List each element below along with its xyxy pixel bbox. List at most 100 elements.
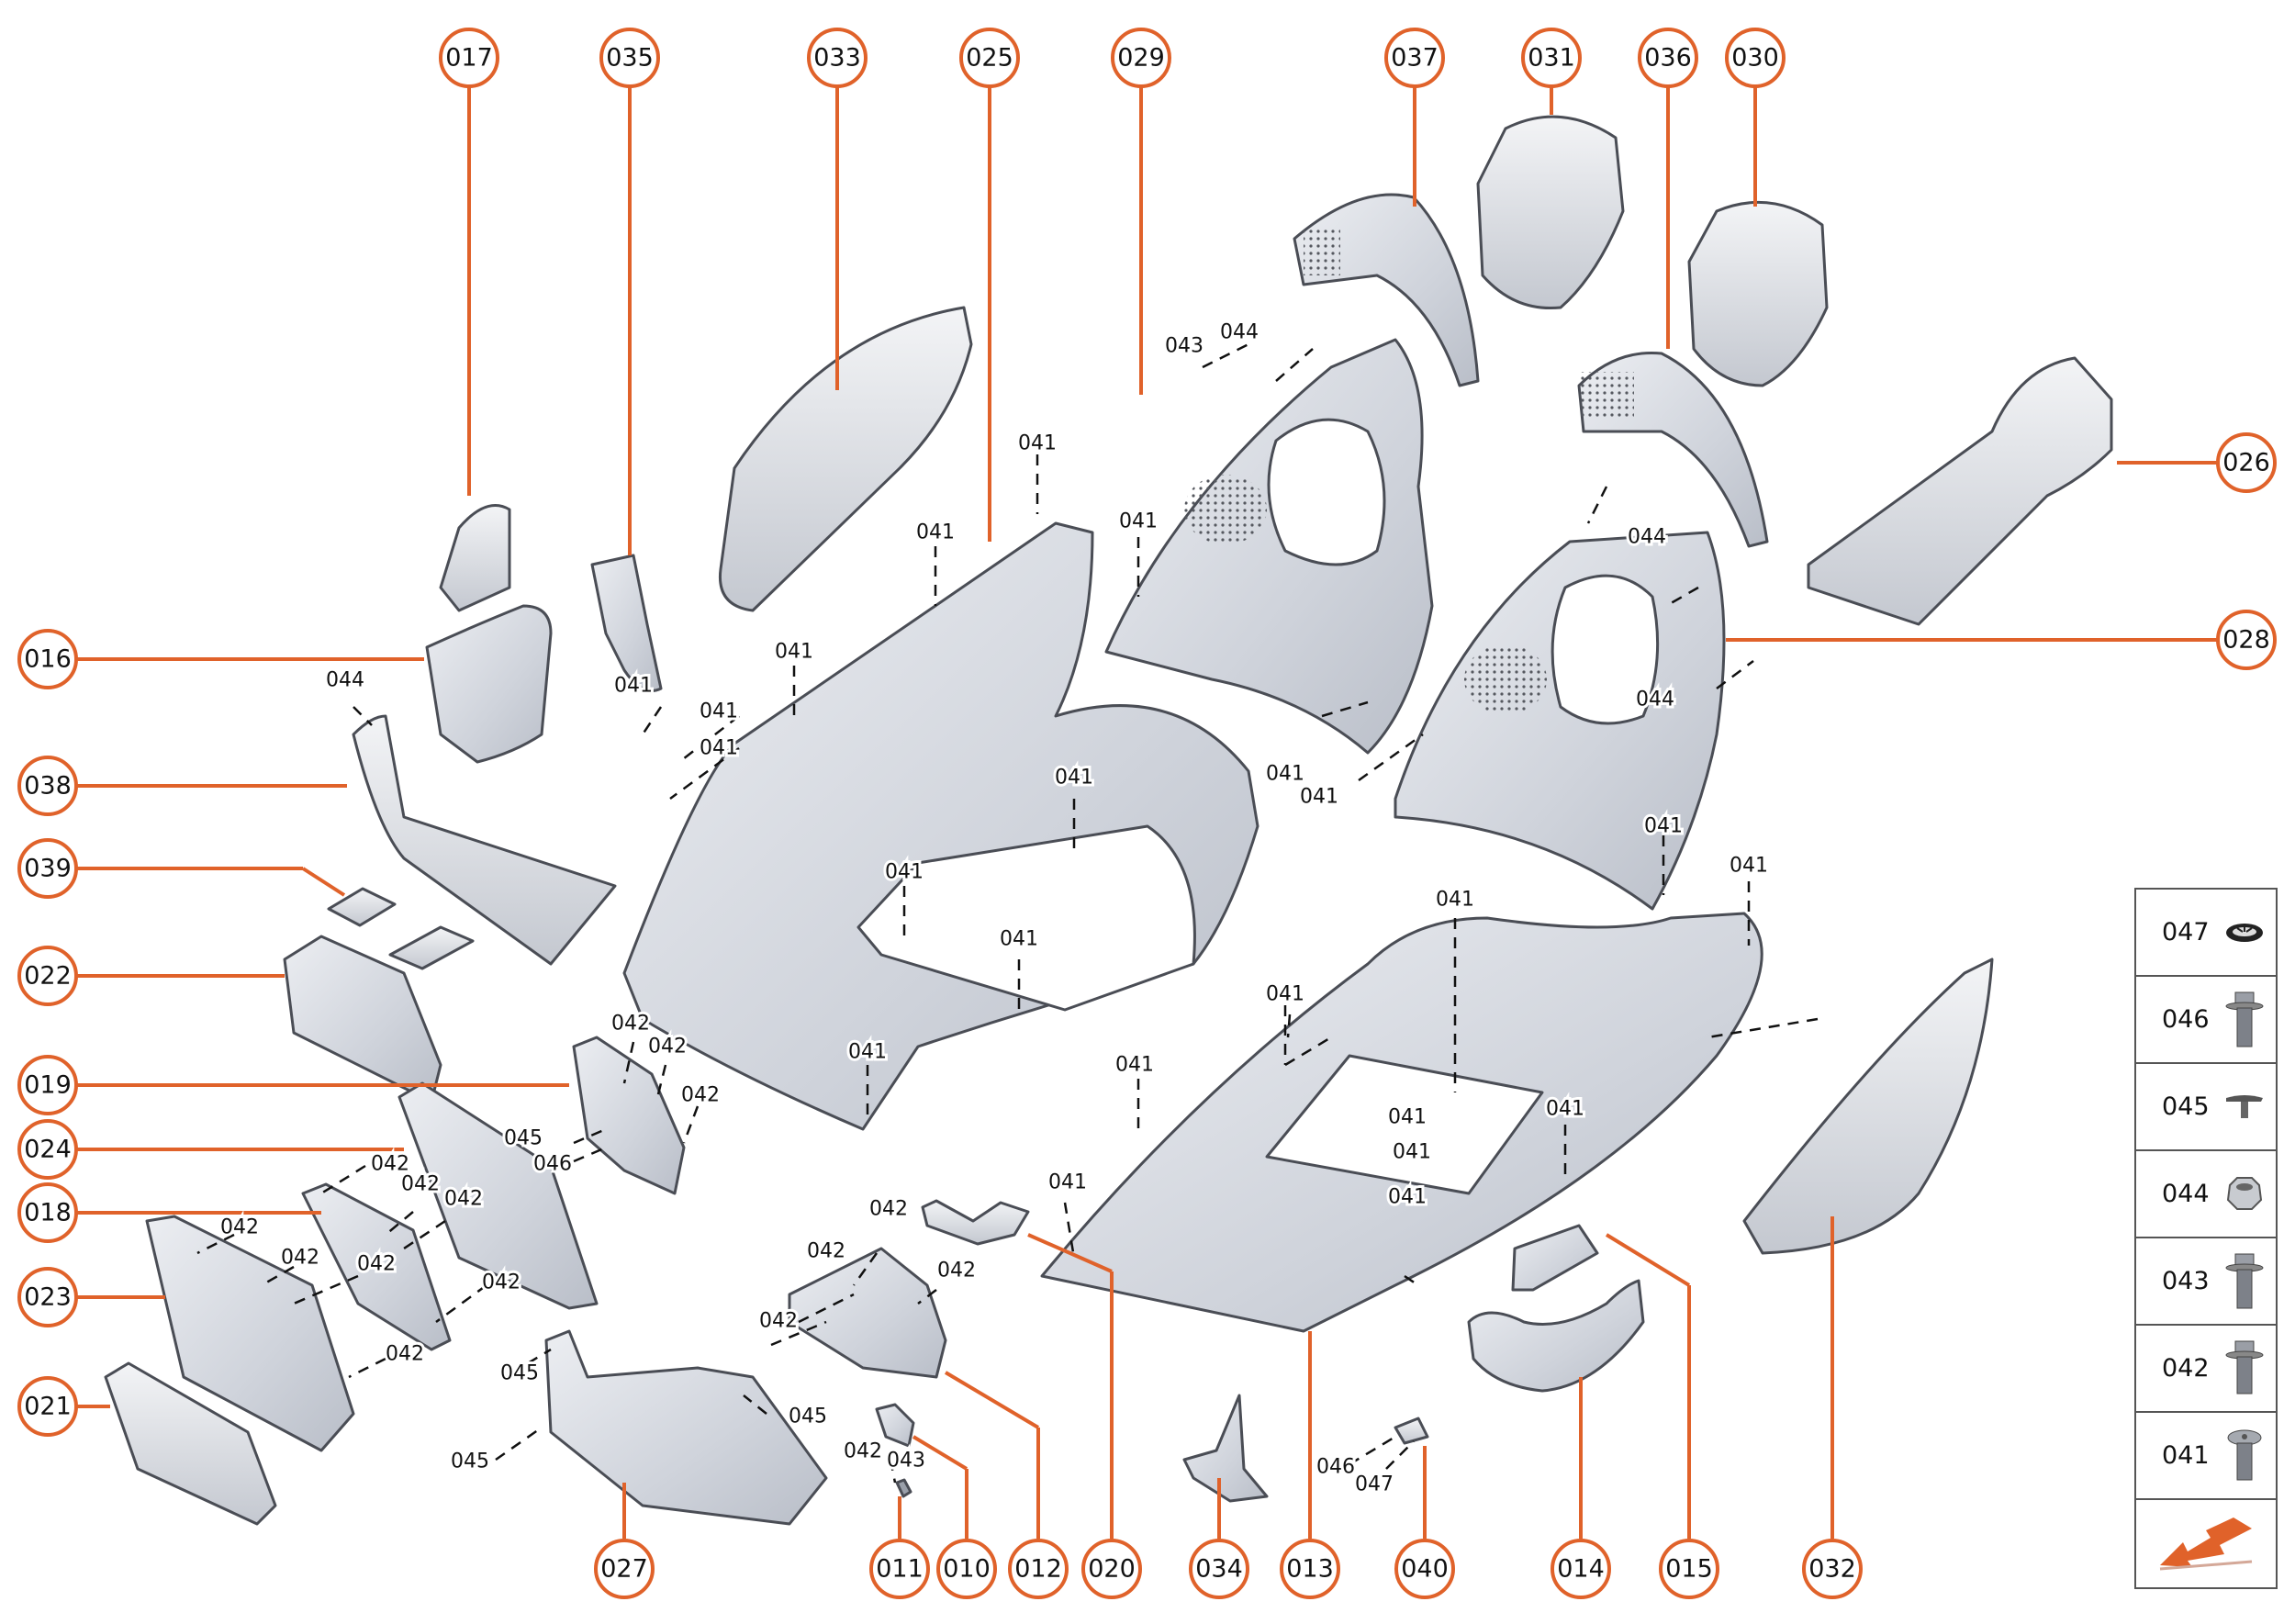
svg-text:013: 013: [1286, 1555, 1334, 1584]
callout-022[interactable]: 022: [17, 946, 78, 1006]
svg-text:040: 040: [1401, 1555, 1449, 1584]
svg-text:016: 016: [24, 645, 72, 674]
fastener-label: 043: [1165, 335, 1203, 358]
fastener-label: 042: [681, 1084, 720, 1107]
callout-017[interactable]: 017: [439, 28, 499, 88]
part-029: [1104, 338, 1434, 755]
callout-013[interactable]: 013: [1280, 1539, 1340, 1599]
callout-012[interactable]: 012: [1008, 1539, 1069, 1599]
callout-019[interactable]: 019: [17, 1055, 78, 1115]
part-016: [425, 604, 553, 764]
fastener-label: 042: [401, 1173, 440, 1196]
callout-040[interactable]: 040: [1394, 1539, 1455, 1599]
callout-033[interactable]: 033: [807, 28, 868, 88]
callout-035[interactable]: 035: [599, 28, 660, 88]
flange-bolt-icon: [2224, 991, 2265, 1049]
fastener-label: 041: [885, 861, 924, 884]
fastener-label: 041: [1730, 855, 1768, 878]
svg-text:027: 027: [600, 1555, 648, 1584]
part-039: [327, 887, 397, 927]
fastener-label: 041: [700, 700, 738, 723]
fastener-label: 047: [1355, 1473, 1394, 1496]
svg-text:019: 019: [24, 1071, 72, 1100]
legend-label: 042: [2162, 1354, 2210, 1383]
fastener-label: 041: [1000, 928, 1038, 951]
callout-016[interactable]: 016: [17, 629, 78, 689]
callout-026[interactable]: 026: [2216, 432, 2277, 493]
part-015: [1511, 1224, 1599, 1292]
direction-arrow-icon: [2151, 1510, 2261, 1578]
fastener-label: 044: [1636, 689, 1674, 711]
callout-020[interactable]: 020: [1081, 1539, 1142, 1599]
legend-label: 047: [2162, 918, 2210, 946]
svg-text:024: 024: [24, 1136, 72, 1164]
fastener-label: 041: [1115, 1054, 1154, 1077]
fastener-label: 041: [1546, 1098, 1584, 1121]
fastener-label: 042: [844, 1440, 882, 1463]
callout-029[interactable]: 029: [1111, 28, 1171, 88]
fastener-label: 041: [775, 641, 813, 664]
svg-text:028: 028: [2222, 626, 2270, 655]
callout-039[interactable]: 039: [17, 838, 78, 899]
fastener-label: 041: [1266, 763, 1304, 786]
part-032: [1742, 958, 1994, 1255]
fastener-label: 042: [648, 1036, 687, 1058]
fastener-label: 045: [451, 1450, 489, 1473]
svg-text:020: 020: [1088, 1555, 1136, 1584]
svg-text:035: 035: [606, 44, 654, 73]
part-030: [1687, 200, 1829, 387]
fastener-label: 041: [916, 521, 955, 544]
callout-023[interactable]: 023: [17, 1267, 78, 1327]
flange-bolt-icon: [2224, 1252, 2265, 1311]
svg-text:026: 026: [2222, 449, 2270, 477]
callout-015[interactable]: 015: [1659, 1539, 1719, 1599]
callout-032[interactable]: 032: [1802, 1539, 1863, 1599]
callout-036[interactable]: 036: [1638, 28, 1698, 88]
svg-text:023: 023: [24, 1283, 72, 1312]
svg-text:033: 033: [813, 44, 861, 73]
torx-screw-icon: [2224, 1427, 2265, 1485]
fastener-label: 044: [1220, 321, 1259, 344]
part-023: [145, 1215, 355, 1452]
part-010: [875, 1403, 915, 1448]
callout-024[interactable]: 024: [17, 1119, 78, 1180]
fastener-label: 044: [1628, 526, 1666, 549]
callout-031[interactable]: 031: [1521, 28, 1582, 88]
svg-text:032: 032: [1808, 1555, 1856, 1584]
svg-text:036: 036: [1644, 44, 1692, 73]
callout-038[interactable]: 038: [17, 756, 78, 816]
fastener-label: 041: [1388, 1186, 1427, 1209]
callout-025[interactable]: 025: [959, 28, 1020, 88]
callout-021[interactable]: 021: [17, 1376, 78, 1437]
legend-row-043: 043: [2136, 1238, 2276, 1326]
fastener-legend: 047 046 045 044 043 042 041: [2134, 888, 2278, 1589]
callout-018[interactable]: 018: [17, 1182, 78, 1243]
callout-028[interactable]: 028: [2216, 610, 2277, 670]
fastener-label: 043: [887, 1450, 925, 1473]
svg-text:030: 030: [1731, 44, 1779, 73]
flange-nut-icon: [2224, 1165, 2265, 1224]
callout-014[interactable]: 014: [1551, 1539, 1611, 1599]
callout-010[interactable]: 010: [936, 1539, 997, 1599]
fastener-label: 041: [700, 737, 738, 760]
callout-011[interactable]: 011: [869, 1539, 930, 1599]
fastener-label: 041: [1119, 510, 1158, 533]
svg-text:034: 034: [1195, 1555, 1243, 1584]
fastener-label: 046: [1316, 1456, 1355, 1479]
callout-037[interactable]: 037: [1384, 28, 1445, 88]
fastener-label: 042: [220, 1216, 259, 1239]
svg-text:025: 025: [966, 44, 1013, 73]
fastener-label: 042: [371, 1153, 409, 1176]
callout-034[interactable]: 034: [1189, 1539, 1249, 1599]
callout-027[interactable]: 027: [594, 1539, 655, 1599]
legend-row-045: 045: [2136, 1064, 2276, 1151]
fastener-label: 041: [1266, 983, 1304, 1006]
fastener-label: 045: [789, 1406, 827, 1428]
part-011: [895, 1478, 912, 1498]
legend-label: 043: [2162, 1267, 2210, 1295]
fastener-label: 042: [759, 1310, 798, 1333]
push-rivet-icon: [2224, 1078, 2265, 1137]
fastener-label: 042: [357, 1253, 396, 1276]
fastener-label: 041: [1055, 767, 1093, 790]
callout-030[interactable]: 030: [1725, 28, 1786, 88]
